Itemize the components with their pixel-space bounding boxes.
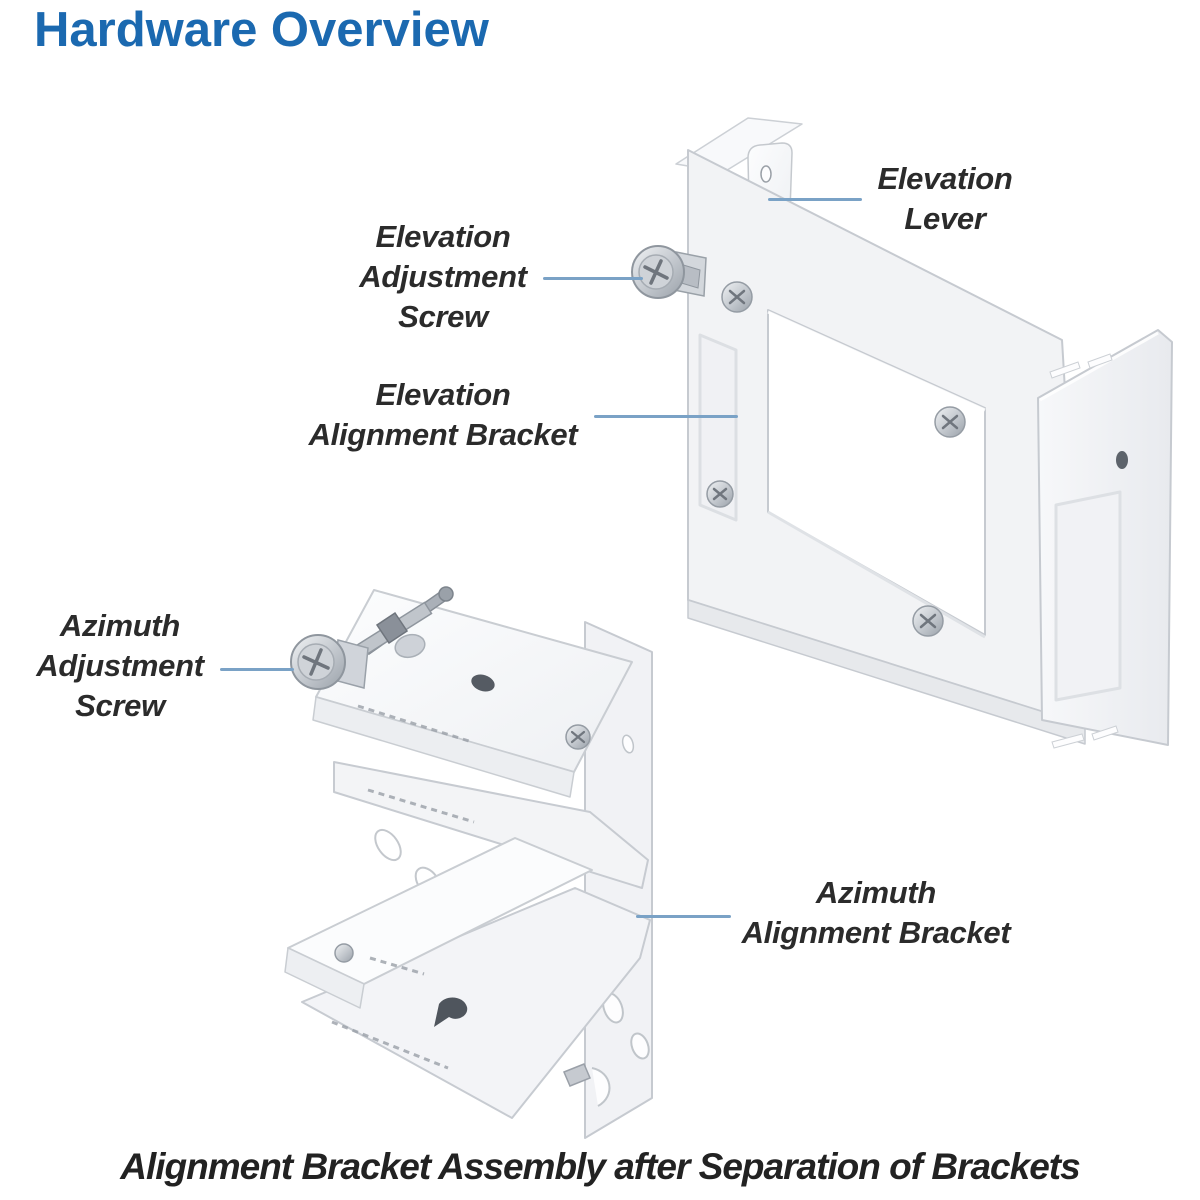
frame-screw-bottom-mid <box>912 605 944 637</box>
lower-clamp-nut <box>563 1063 591 1087</box>
right-panel-emboss <box>1054 490 1122 702</box>
plate-hole <box>471 674 495 692</box>
figure-caption: Alignment Bracket Assembly after Separat… <box>120 1146 1080 1187</box>
bracket-right-panel <box>1037 329 1173 749</box>
azimuth-adjustment-screw-illustration <box>290 586 454 690</box>
label-elevation-alignment-bracket: Elevation Alignment Bracket <box>308 377 578 452</box>
leader-line-elevation-lever <box>768 198 862 201</box>
window-shadow <box>767 510 986 639</box>
jaw-serration <box>357 704 473 744</box>
label-azimuth-adjustment-screw: Azimuth Adjustment Screw <box>36 608 204 723</box>
elevation-adjustment-screw-illustration <box>631 245 707 299</box>
lower-clamp-jaw <box>301 887 651 1119</box>
jaw-serration <box>367 788 475 824</box>
label-elevation-adjustment-screw: Elevation Adjustment Screw <box>359 219 527 334</box>
label-elevation-lever: Elevation Lever <box>877 161 1013 236</box>
pivot-boss <box>394 633 426 659</box>
left-stile-emboss <box>698 333 738 522</box>
window-highlight <box>767 310 986 412</box>
azimuth-alignment-bracket-drawing <box>284 586 653 1139</box>
page-title: Hardware Overview <box>34 3 489 57</box>
lever-hole <box>760 165 772 183</box>
bracket-bottom-edge <box>687 599 1086 745</box>
right-panel-hole <box>1116 451 1128 469</box>
jaw-serration <box>331 1020 449 1070</box>
slot-cutout <box>374 828 402 862</box>
leader-line-azimuth-alignment-bracket <box>636 915 731 918</box>
leader-line-elevation-adjustment-screw <box>543 277 643 280</box>
elevation-alignment-bracket-drawing <box>631 117 1173 749</box>
frame-screw-bottom-left <box>706 480 734 508</box>
leader-line-elevation-alignment-bracket <box>594 415 738 418</box>
frame-screw-right <box>934 406 966 438</box>
frame-screw-top <box>721 281 753 313</box>
lower-clamp-plate <box>284 837 593 1027</box>
upper-clamp-lower-jaw <box>333 761 649 889</box>
label-azimuth-alignment-bracket: Azimuth Alignment Bracket <box>741 875 1011 950</box>
plate-hole <box>434 997 468 1027</box>
jaw-serration <box>369 956 425 976</box>
leader-line-azimuth-adjustment-screw <box>220 668 294 671</box>
clamp-screw-head <box>334 943 354 963</box>
